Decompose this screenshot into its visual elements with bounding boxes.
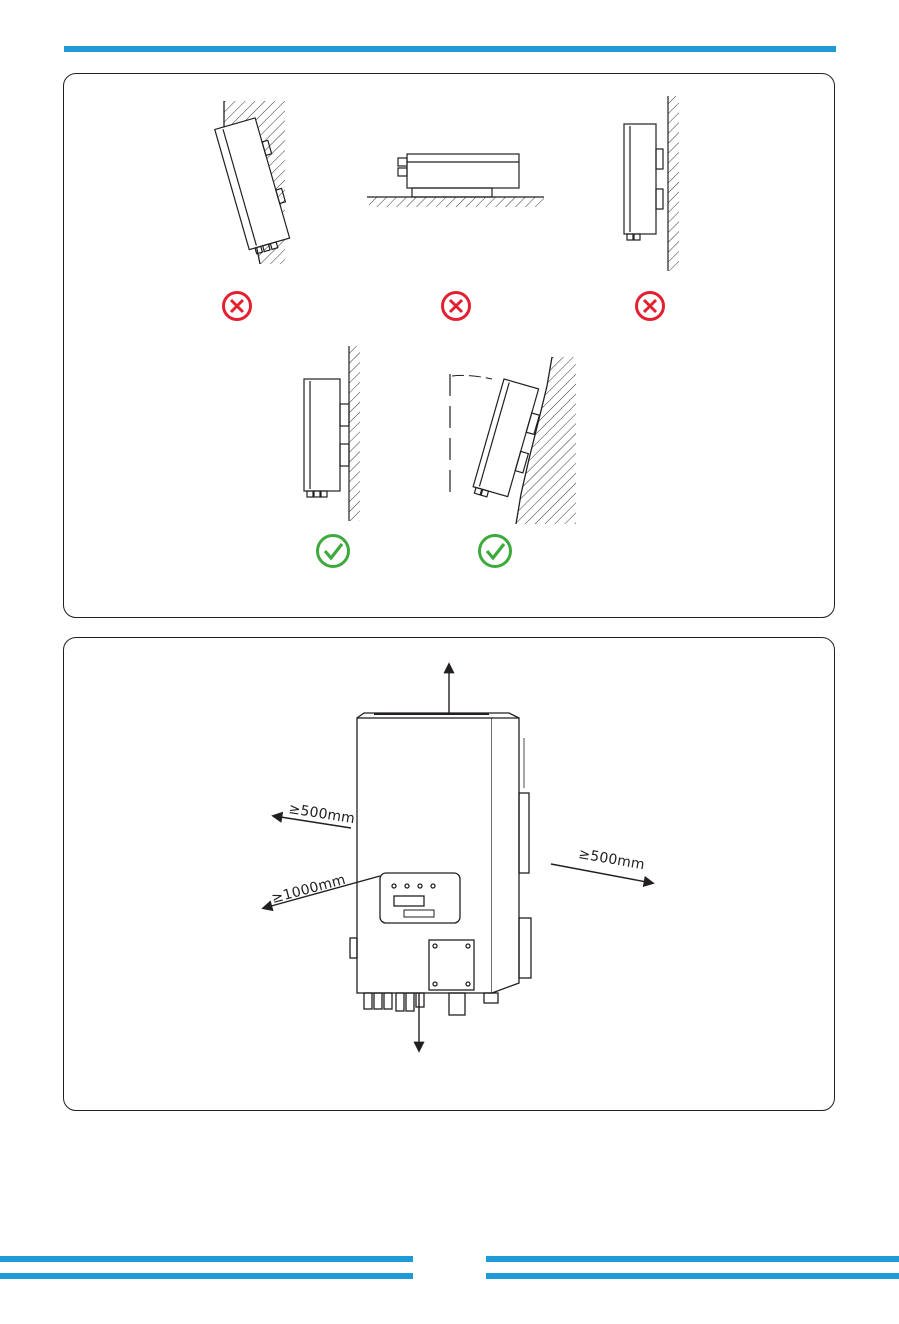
inverter-tilted-back-illustration <box>450 357 576 524</box>
footer-bar-left-1 <box>0 1256 413 1262</box>
inverter-vertical-gap-illustration <box>624 96 679 271</box>
inverter-clearance-figure <box>64 638 836 1112</box>
installation-position-panel <box>63 73 835 618</box>
clearance-panel: ≥500mm ≥1000mm ≥500mm <box>63 637 835 1111</box>
footer-bar-left-2 <box>0 1273 413 1279</box>
footer-bar-right-2 <box>486 1273 899 1279</box>
cross-circle-icon <box>224 293 251 320</box>
check-circle-icon <box>480 536 511 567</box>
header-accent-bar <box>64 46 836 52</box>
footer-bar-right-1 <box>486 1256 899 1262</box>
inverter-tilted-forward-illustration <box>215 101 297 264</box>
cross-circle-icon <box>443 293 470 320</box>
cross-circle-icon <box>637 293 664 320</box>
installation-position-figure <box>64 74 836 619</box>
check-circle-icon <box>318 536 349 567</box>
inverter-vertical-wall-illustration <box>304 346 360 521</box>
inverter-horizontal-illustration <box>367 154 544 207</box>
